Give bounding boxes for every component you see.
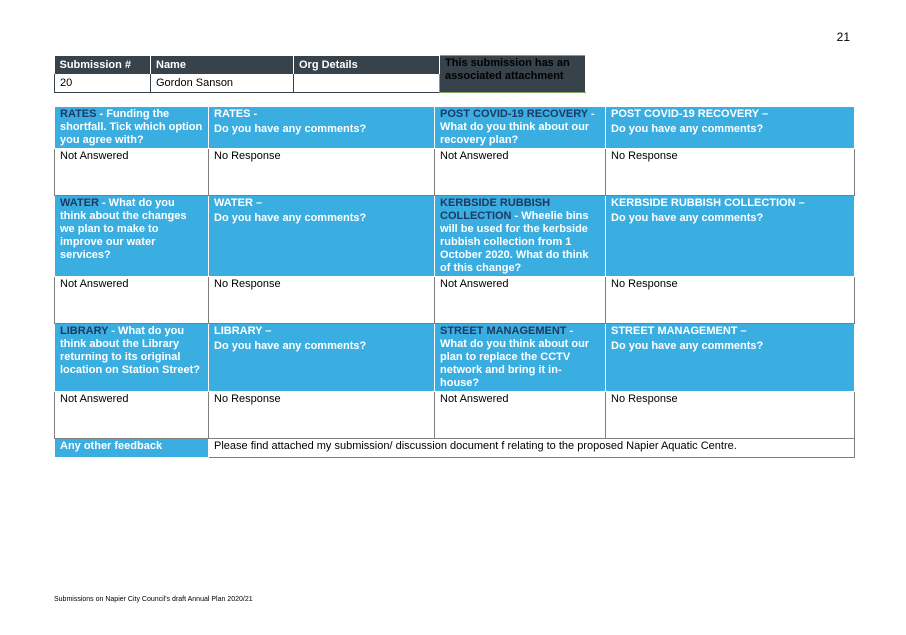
question-text: Do you have any comments? [611, 123, 764, 135]
org-details-value [293, 73, 440, 93]
answer-cell: No Response [605, 391, 855, 439]
submission-value-row: 20 Gordon Sanson [54, 73, 586, 93]
question-topic: WATER – [214, 197, 263, 209]
question-text: - What do you think about the Library re… [60, 325, 200, 376]
name-value: Gordon Sanson [150, 73, 294, 93]
answer-row: Not Answered No Response Not Answered No… [54, 391, 855, 439]
question-cell: POST COVID-19 RECOVERY – Do you have any … [605, 106, 855, 149]
question-text: - What do you think about our recovery p… [440, 108, 595, 146]
org-details-header: Org Details [293, 55, 440, 74]
question-cell: POST COVID-19 RECOVERY - What do you thi… [434, 106, 606, 149]
answer-cell: Not Answered [54, 148, 209, 196]
question-topic: WATER [60, 197, 99, 209]
answer-row: Not Answered No Response Not Answered No… [54, 148, 855, 196]
question-topic: POST COVID-19 RECOVERY [440, 108, 588, 120]
name-header: Name [150, 55, 294, 74]
question-topic: RATES - [214, 108, 258, 120]
answer-cell: No Response [208, 148, 435, 196]
question-cell: STREET MANAGEMENT – Do you have any comme… [605, 323, 855, 392]
question-cell: LIBRARY - What do you think about the Li… [54, 323, 209, 392]
question-text: - What do you think about our plan to re… [440, 325, 590, 389]
question-row: WATER - What do you think about the chan… [54, 195, 855, 277]
submission-number-value: 20 [54, 73, 151, 93]
answer-cell: No Response [605, 148, 855, 196]
answer-cell: Not Answered [54, 391, 209, 439]
submission-number-header: Submission # [54, 55, 151, 74]
question-topic: STREET MANAGEMENT – [611, 325, 747, 337]
answer-row: Not Answered No Response Not Answered No… [54, 276, 855, 324]
feedback-value: Please find attached my submission/ disc… [208, 438, 855, 458]
question-text: - Wheelie bins will be used for the kerb… [440, 210, 589, 274]
question-text: Do you have any comments? [611, 340, 764, 352]
question-topic: RATES [60, 108, 97, 120]
answer-cell: No Response [208, 391, 435, 439]
question-topic: LIBRARY – [214, 325, 272, 337]
question-cell: RATES - Funding the shortfall. Tick whic… [54, 106, 209, 149]
answer-cell: Not Answered [434, 391, 606, 439]
question-cell: WATER – Do you have any comments? [208, 195, 435, 277]
question-cell: KERBSIDE RUBBISH COLLECTION - Wheelie bi… [434, 195, 606, 277]
answer-cell: No Response [605, 276, 855, 324]
question-text: Do you have any comments? [214, 123, 367, 135]
answer-cell: No Response [208, 276, 435, 324]
question-text: Do you have any comments? [214, 340, 367, 352]
answer-cell: Not Answered [434, 276, 606, 324]
question-text: - What do you think about the changes we… [60, 197, 187, 261]
submission-table: Submission # Name Org Details This submi… [54, 55, 586, 93]
submission-header-row: Submission # Name Org Details This submi… [54, 55, 586, 93]
question-text: Do you have any comments? [611, 212, 764, 224]
question-text: - Funding the shortfall. Tick which opti… [60, 108, 203, 146]
question-topic: LIBRARY [60, 325, 109, 337]
question-row: RATES - Funding the shortfall. Tick whic… [54, 106, 855, 149]
answer-cell: Not Answered [434, 148, 606, 196]
page-number: 21 [836, 30, 850, 44]
questions-table: RATES - Funding the shortfall. Tick whic… [54, 106, 855, 458]
question-cell: LIBRARY – Do you have any comments? [208, 323, 435, 392]
question-topic: POST COVID-19 RECOVERY – [611, 108, 769, 120]
question-cell: STREET MANAGEMENT - What do you think ab… [434, 323, 606, 392]
question-topic: KERBSIDE RUBBISH COLLECTION [440, 197, 551, 222]
question-topic: KERBSIDE RUBBISH COLLECTION – [611, 197, 805, 209]
question-cell: WATER - What do you think about the chan… [54, 195, 209, 277]
question-text: Do you have any comments? [214, 212, 367, 224]
attachment-note: This submission has an associated attach… [439, 55, 586, 93]
question-topic: STREET MANAGEMENT [440, 325, 567, 337]
question-cell: RATES - Do you have any comments? [208, 106, 435, 149]
page-footer: Submissions on Napier City Council's dra… [54, 596, 253, 603]
question-row: LIBRARY - What do you think about the Li… [54, 323, 855, 392]
feedback-row: Any other feedback Please find attached … [54, 438, 855, 458]
feedback-label: Any other feedback [54, 438, 209, 458]
question-cell: KERBSIDE RUBBISH COLLECTION – Do you have… [605, 195, 855, 277]
answer-cell: Not Answered [54, 276, 209, 324]
